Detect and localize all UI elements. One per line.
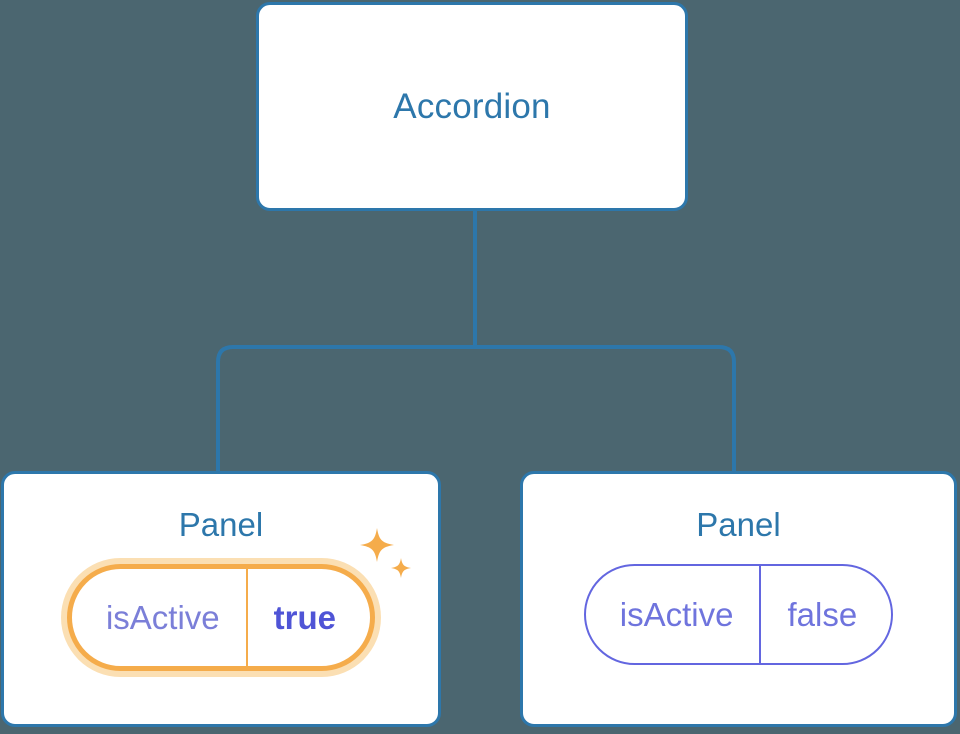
node-panel-inactive[interactable]: Panel isActive false: [520, 471, 957, 727]
prop-key-label: isActive: [105, 599, 220, 636]
prop-pill-active[interactable]: isActive true: [66, 564, 376, 671]
prop-pill-inactive[interactable]: isActive false: [583, 564, 894, 665]
edge-accordion-to-panel-right: [475, 345, 736, 472]
prop-pill-wrapper-active: isActive true: [66, 528, 412, 671]
node-panel-active[interactable]: Panel isActive true: [1, 471, 441, 727]
prop-value-label: false: [759, 566, 891, 663]
prop-value-label: true: [245, 569, 370, 666]
edge-accordion-to-panel-left: [216, 345, 475, 472]
prop-key-label: isActive: [619, 596, 734, 633]
node-accordion-title: Accordion: [393, 87, 551, 126]
node-panel-active-title: Panel: [178, 506, 264, 543]
prop-pill-wrapper-inactive: isActive false: [583, 564, 894, 665]
node-panel-inactive-title: Panel: [696, 506, 781, 543]
node-accordion[interactable]: Accordion: [256, 2, 688, 211]
